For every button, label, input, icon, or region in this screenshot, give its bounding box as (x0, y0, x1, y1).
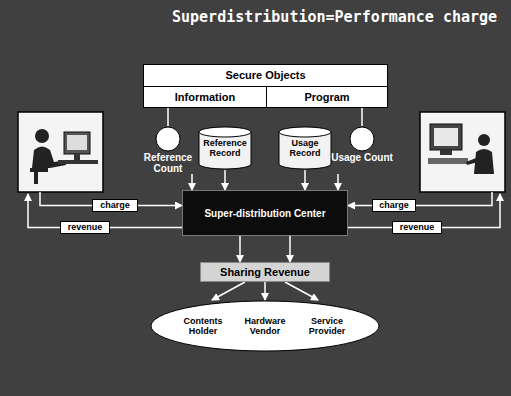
object-group: Secure ObjectsInformation Program (143, 64, 388, 108)
connector-line (224, 170, 226, 190)
shape-outline (331, 126, 393, 152)
user-icon (18, 112, 103, 192)
node-label: Hardware Vendor (239, 316, 291, 336)
connector-line (348, 205, 372, 207)
flow-arrow (225, 170, 226, 190)
flow-tag: charge (92, 199, 138, 212)
node-label: Super-distribution Center (204, 208, 325, 219)
sharing-box: Sharing Revenue (200, 262, 330, 282)
lead-line (442, 194, 500, 228)
connector-line (138, 205, 182, 207)
flow-arrow (348, 205, 372, 206)
flow-arrow (138, 205, 182, 206)
computer-icon (420, 112, 505, 192)
record-cylinder: Usage Record (278, 126, 332, 170)
flow-arrow (212, 282, 318, 300)
connector-line (212, 282, 245, 300)
node-label: Contents Holder (177, 316, 229, 336)
node-label: revenue (61, 222, 109, 233)
node-label: Reference Record (198, 138, 252, 158)
connector-line (337, 174, 339, 190)
node-label: Usage Count (331, 152, 393, 163)
flow-arrow (305, 170, 306, 190)
object-cell: Program (266, 86, 387, 107)
group-heading: Secure Objects (144, 65, 387, 85)
node-label: Usage Record (278, 138, 332, 158)
flow-arrow (168, 107, 169, 126)
flow-tag: revenue (60, 221, 110, 234)
node-label: Program (304, 91, 349, 103)
connector-line (361, 107, 363, 126)
flow-arrow (362, 107, 363, 126)
flow-arrow (338, 174, 339, 190)
record-cylinder: Reference Record (198, 126, 252, 170)
connector-line (239, 236, 241, 262)
lead-line (40, 192, 92, 206)
diagram-title: Superdistribution=Performance charge (172, 8, 497, 26)
flow-arrow (348, 227, 392, 228)
connector-line (304, 170, 306, 190)
flow-tag: revenue (392, 221, 442, 234)
center-box: Super-distribution Center (182, 190, 348, 236)
connector-line (191, 174, 193, 190)
connector-line (285, 282, 318, 300)
connector-line (264, 282, 266, 300)
node-label: revenue (393, 222, 441, 233)
object-cell: Information (144, 86, 266, 107)
party-ellipse: Contents Holder Hardware Vendor Service Pr… (150, 300, 380, 352)
flow-arrow (110, 227, 182, 228)
node-label: Service Provider (301, 316, 353, 336)
connector-line (289, 236, 291, 262)
shape-outline (137, 126, 199, 152)
node-label: charge (93, 200, 137, 211)
lead-line (28, 194, 60, 228)
node-label: Sharing Revenue (220, 266, 310, 278)
connector-line (348, 227, 392, 229)
count-circle: Reference Count (137, 126, 199, 174)
count-circle: Usage Count (331, 126, 393, 174)
flow-arrow (192, 174, 193, 190)
connector-line (167, 107, 169, 126)
node-label: charge (373, 200, 415, 211)
flow-tag: charge (372, 199, 416, 212)
flow-arrow (240, 236, 290, 262)
node-label: Information (175, 91, 236, 103)
lead-line (416, 192, 492, 206)
node-label: Reference Count (137, 152, 199, 174)
connector-line (110, 227, 182, 229)
